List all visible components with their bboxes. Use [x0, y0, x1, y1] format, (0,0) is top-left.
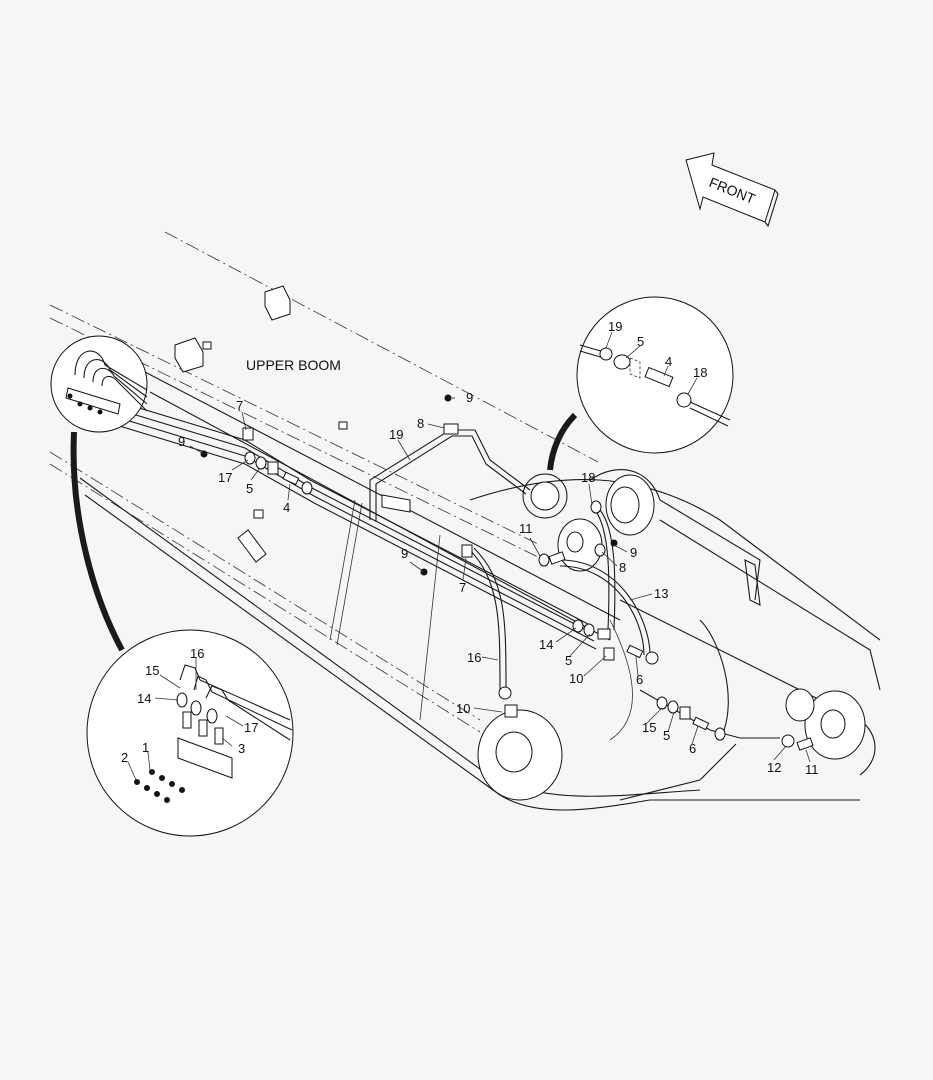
- callout-3: 3: [238, 741, 245, 756]
- callout-9: 9: [466, 390, 473, 405]
- callout-4: 4: [283, 500, 290, 515]
- mounting-blocks: [174, 285, 411, 563]
- callout-14: 14: [137, 691, 151, 706]
- fittings: [200, 394, 814, 751]
- callout-11: 11: [805, 762, 819, 777]
- callout-7: 7: [459, 580, 466, 595]
- detail-circle-manifold-large: [86, 629, 294, 837]
- callout-18: 18: [581, 470, 595, 485]
- leader-lines: [127, 331, 811, 781]
- callout-19: 19: [389, 427, 403, 442]
- callout-labels: 9 8 19 7 9 17 5 4 9 7 16 10 11 18 9 8 13…: [121, 319, 819, 777]
- callout-10: 10: [456, 701, 470, 716]
- callout-1: 1: [142, 740, 149, 755]
- detail-circle-coupling: [576, 296, 734, 454]
- callout-9: 9: [630, 545, 637, 560]
- callout-9: 9: [401, 546, 408, 561]
- callout-16: 16: [190, 646, 204, 661]
- callout-8: 8: [619, 560, 626, 575]
- callout-5: 5: [637, 334, 644, 349]
- callout-6: 6: [689, 741, 696, 756]
- callout-15: 15: [145, 663, 159, 678]
- callout-12: 12: [767, 760, 781, 775]
- diagram-title: UPPER BOOM: [246, 357, 341, 373]
- front-arrow: FRONT: [685, 152, 779, 228]
- callout-11: 11: [519, 521, 533, 536]
- callout-13: 13: [654, 586, 668, 601]
- callout-5: 5: [565, 653, 572, 668]
- callout-9: 9: [178, 434, 185, 449]
- callout-5: 5: [246, 481, 253, 496]
- boom-structure: [49, 231, 881, 811]
- callout-8: 8: [417, 416, 424, 431]
- callout-5: 5: [663, 728, 670, 743]
- callout-19: 19: [608, 319, 622, 334]
- callout-17: 17: [218, 470, 232, 485]
- callout-18: 18: [693, 365, 707, 380]
- callout-6: 6: [636, 672, 643, 687]
- callout-15: 15: [642, 720, 656, 735]
- callout-16: 16: [467, 650, 481, 665]
- callout-14: 14: [539, 637, 553, 652]
- callout-10: 10: [569, 671, 583, 686]
- callout-7: 7: [236, 398, 243, 413]
- callout-4: 4: [665, 354, 672, 369]
- detail-circle-manifold-small: [50, 335, 148, 433]
- callout-2: 2: [121, 750, 128, 765]
- callout-17: 17: [244, 720, 258, 735]
